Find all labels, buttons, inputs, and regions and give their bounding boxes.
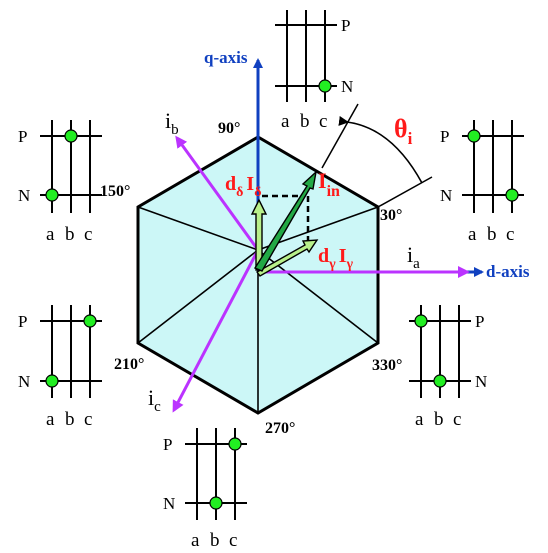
switch-state-30-p-dot [467, 129, 481, 143]
switch-state-90-c-label: c [319, 111, 327, 132]
switch-state-210-p-dot [83, 314, 97, 328]
iin-vector [253, 170, 318, 272]
theta-arc [338, 115, 423, 184]
d-axis-label: d-axis [486, 262, 530, 281]
switch-state-210-c-label: c [84, 409, 92, 430]
switch-state-330-n-label: N [475, 372, 487, 391]
ib-label: ib [165, 108, 179, 138]
switch-state-210-p-label: P [18, 312, 27, 331]
switch-state-30-c-label: c [506, 224, 514, 245]
switch-state-150-n-dot [45, 188, 59, 202]
switch-state-150-b-label: b [65, 224, 75, 245]
ib-arrow [175, 135, 260, 251]
ic-label: ic [148, 385, 161, 415]
switch-state-330-a-label: a [415, 409, 424, 430]
switch-state-330-p-label: P [475, 312, 484, 331]
switch-state-270-n-dot [209, 496, 223, 510]
switch-state-270-n-label: N [163, 494, 175, 513]
switch-state-90-n-dot [318, 79, 332, 93]
switch-state-30-p-label: P [440, 127, 449, 146]
theta-ref-line-1 [321, 103, 359, 169]
angle-270-label: 270° [265, 420, 295, 437]
switch-state-90-n-label: N [341, 77, 353, 96]
angle-330-label: 330° [372, 357, 402, 374]
switch-state-210-a-label: a [46, 409, 55, 430]
ic-arrow [172, 249, 260, 413]
switch-state-270-a-label: a [191, 530, 200, 551]
q-axis-label: q-axis [204, 48, 248, 67]
angle-30-label: 30° [380, 207, 402, 224]
angle-90-label: 90° [218, 120, 240, 137]
switch-state-90-p-label: P [341, 16, 350, 35]
switch-state-330-n-dot [433, 374, 447, 388]
switch-state-90-b-label: b [300, 111, 310, 132]
switch-state-270-p-label: P [163, 435, 172, 454]
switch-state-150-c-label: c [84, 224, 92, 245]
switch-state-150-n-label: N [18, 186, 30, 205]
angle-150-label: 150° [100, 183, 130, 200]
switch-state-30-n-label: N [440, 186, 452, 205]
switch-state-30-b-label: b [487, 224, 497, 245]
switch-state-210-n-dot [45, 374, 59, 388]
angle-210-label: 210° [114, 356, 144, 373]
switch-state-30-a-label: a [468, 224, 477, 245]
switch-state-270-c-label: c [229, 530, 237, 551]
switch-state-150-a-label: a [46, 224, 55, 245]
switch-state-30-n-dot [505, 188, 519, 202]
theta-ref-line-2 [377, 176, 433, 208]
switch-state-330-c-label: c [453, 409, 461, 430]
d-gamma-vector [255, 239, 319, 277]
switch-state-330-b-label: b [434, 409, 444, 430]
ia-label: ia [407, 242, 420, 272]
switch-state-150-p-dot [64, 129, 78, 143]
switch-state-90-a-label: a [281, 111, 290, 132]
switch-state-330-p-dot [414, 314, 428, 328]
switch-state-210-b-label: b [65, 409, 75, 430]
theta-label: θi [394, 114, 413, 148]
switch-state-210-n-label: N [18, 372, 30, 391]
switch-state-270-p-dot [228, 437, 242, 451]
switch-state-150-p-label: P [18, 127, 27, 146]
iin-label: Iin [318, 168, 340, 200]
switch-state-270-b-label: b [210, 530, 220, 551]
